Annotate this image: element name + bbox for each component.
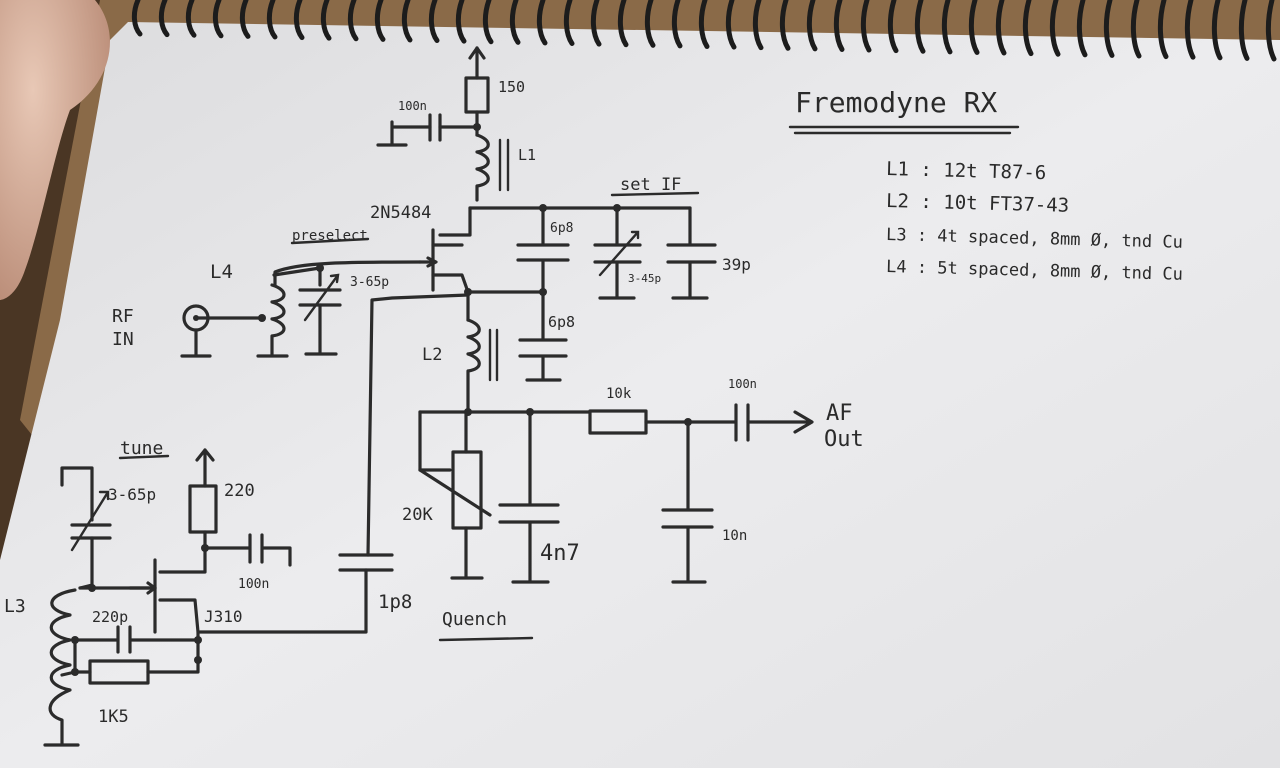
label-rf-in-2: IN: [112, 329, 134, 350]
spiral-ring: [266, 0, 278, 40]
thumb: [0, 0, 110, 300]
label-c-4n7: 4n7: [540, 541, 580, 566]
label-l2: L2: [422, 345, 442, 365]
spiral-binding: [131, 0, 1277, 62]
spiral-ring: [1157, 0, 1169, 60]
spiral-ring: [644, 0, 656, 48]
spiral-ring: [1265, 0, 1277, 62]
spiral-ring: [239, 0, 251, 39]
spiral-ring: [131, 0, 143, 37]
spiral-ring: [455, 0, 467, 44]
spiral-ring: [617, 0, 629, 48]
label-af-out-1: AF: [826, 401, 853, 426]
label-transistor-bot: J310: [204, 607, 243, 626]
spiral-ring: [374, 0, 386, 42]
label-c-out: 100n: [728, 377, 757, 391]
spiral-ring: [1211, 0, 1223, 61]
spiral-ring: [995, 0, 1007, 56]
label-set-if: set IF: [620, 175, 681, 195]
spiral-ring: [887, 0, 899, 54]
label-r-top: 150: [498, 78, 525, 96]
note-l1: L1 : 12t T87-6: [886, 158, 1047, 184]
label-c-if-trim: 3-45p: [628, 272, 661, 285]
spiral-ring: [293, 0, 305, 41]
spiral-ring: [563, 0, 575, 47]
label-c-preselect: 3-65p: [350, 275, 389, 290]
label-quench: Quench: [442, 609, 507, 630]
label-c-l2: 6p8: [548, 313, 575, 331]
spiral-ring: [1049, 0, 1061, 57]
spiral-ring: [509, 0, 521, 45]
handwritten-labels: Fremodyne RX L1 : 12t T87-6 L2 : 10t FT3…: [4, 78, 1183, 727]
spiral-ring: [779, 0, 791, 51]
spiral-ring: [428, 0, 440, 44]
spiral-ring: [941, 0, 953, 55]
spiral-ring: [158, 0, 170, 38]
label-l1: L1: [518, 146, 536, 164]
spiral-ring: [1238, 0, 1250, 61]
label-preselect: preselect: [292, 228, 368, 244]
circuit-wiring: [43, 46, 1020, 747]
spiral-ring: [482, 0, 494, 45]
label-transistor-top: 2N5484: [370, 203, 431, 223]
label-c-10n: 10n: [722, 528, 747, 544]
label-l4: L4: [210, 261, 233, 283]
spiral-ring: [968, 0, 980, 55]
spiral-ring: [1184, 0, 1196, 60]
label-l3: L3: [4, 596, 26, 617]
label-c-tune: 3-65p: [108, 485, 156, 504]
spiral-ring: [860, 0, 872, 53]
label-af-out-2: Out: [824, 427, 864, 452]
label-c-if1: 6p8: [550, 221, 573, 236]
spiral-ring: [671, 0, 683, 49]
spiral-ring: [401, 0, 413, 43]
label-tune: tune: [120, 438, 163, 459]
spiral-ring: [1022, 0, 1034, 57]
spiral-ring: [752, 0, 764, 51]
label-r-1k5: 1K5: [98, 707, 129, 727]
label-c-if2: 39p: [722, 255, 751, 274]
spiral-ring: [1103, 0, 1115, 58]
note-l2: L2 : 10t FT37-43: [886, 190, 1070, 217]
spiral-ring: [212, 0, 224, 39]
spiral-ring: [320, 0, 332, 41]
diagram-title: Fremodyne RX: [795, 86, 997, 119]
spiral-ring: [725, 0, 737, 50]
label-rf-in-1: RF: [112, 306, 134, 327]
spiral-ring: [1076, 0, 1088, 58]
label-r-220: 220: [224, 481, 255, 501]
paper-sheet: [0, 22, 1280, 768]
spiral-ring: [536, 0, 548, 46]
spiral-ring: [833, 0, 845, 52]
spiral-ring: [347, 0, 359, 42]
spiral-ring: [806, 0, 818, 52]
label-pot: 20K: [402, 505, 433, 525]
spiral-ring: [914, 0, 926, 54]
label-c-1p8: 1p8: [378, 591, 412, 613]
label-r-10k: 10k: [606, 386, 632, 402]
label-c-100n-bot: 100n: [238, 577, 269, 592]
spiral-ring: [590, 0, 602, 47]
spiral-ring: [185, 0, 197, 38]
spiral-ring: [1130, 0, 1142, 59]
label-c-220p: 220p: [92, 608, 128, 626]
label-c-top: 100n: [398, 99, 427, 113]
spiral-ring: [698, 0, 710, 49]
